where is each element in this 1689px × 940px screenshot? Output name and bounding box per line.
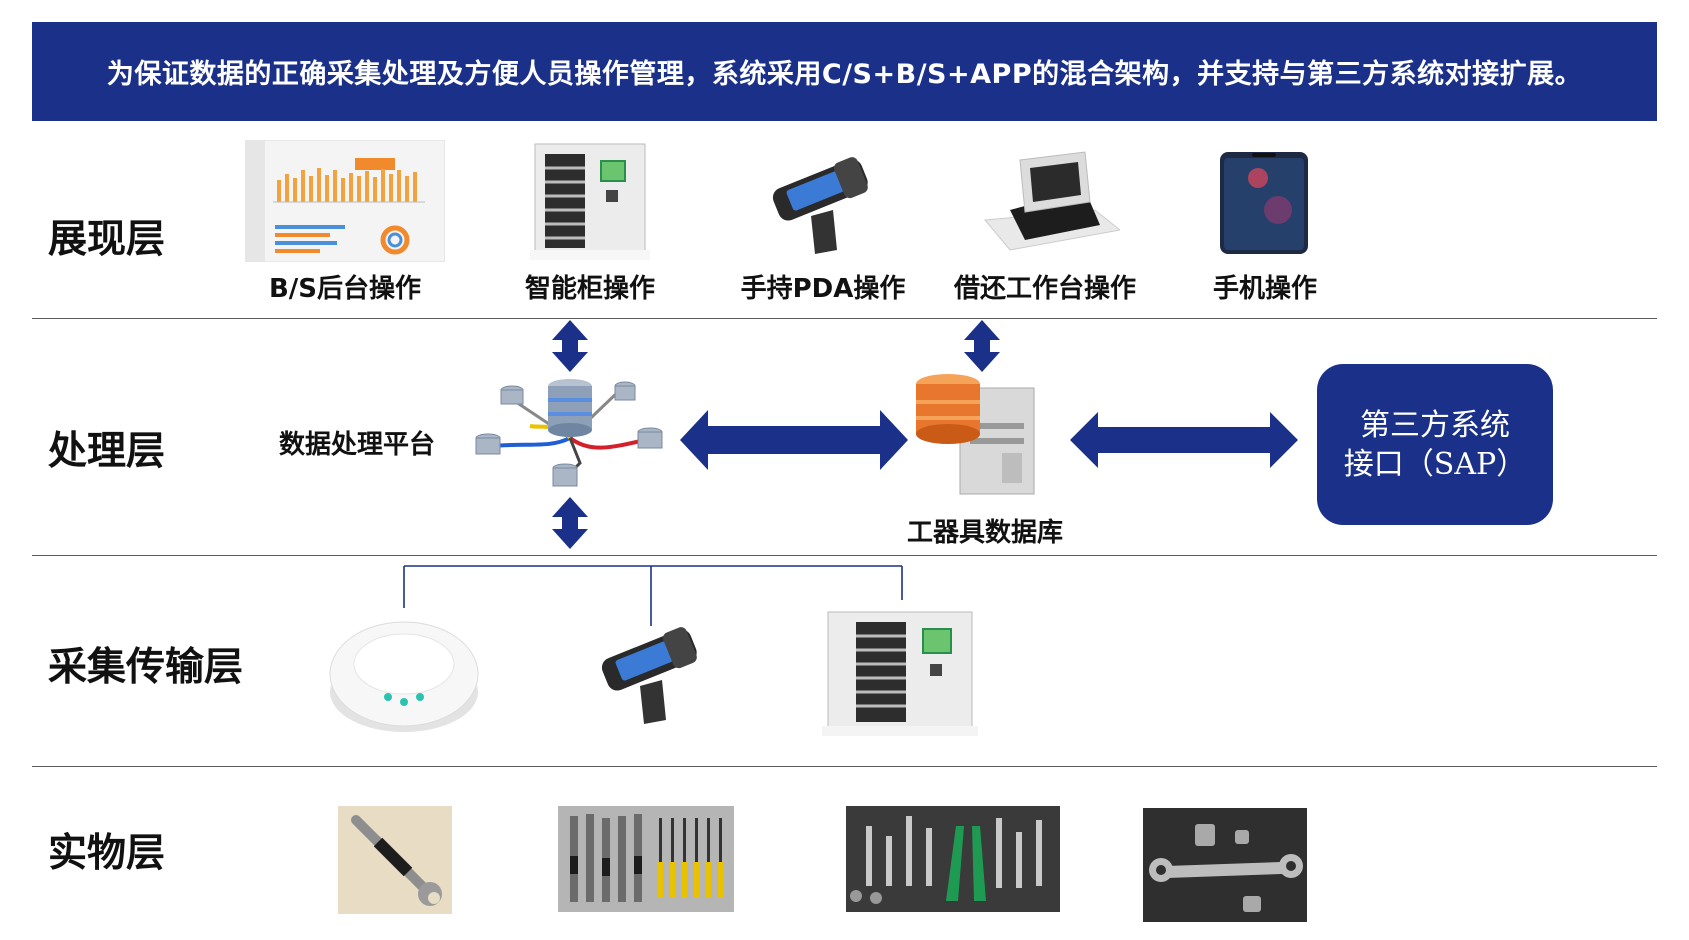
presentation-caption: 手机操作 (1212, 274, 1317, 304)
presentation-caption: 智能柜操作 (524, 274, 655, 304)
spanner-sockets-photo-icon (1143, 808, 1307, 922)
layer-label-physical: 实物层 (48, 831, 166, 876)
divider-rule (32, 318, 1657, 319)
platform-label: 数据处理平台 (278, 430, 435, 460)
vertical-arrow (964, 320, 1000, 372)
banner-text: 为保证数据的正确采集处理及方便人员操作管理，系统采用C/S+B/S+APP的混合… (106, 59, 1583, 90)
layer-label-collection: 采集传输层 (48, 645, 244, 690)
rfid-reader-icon (329, 621, 479, 732)
collection-connector-lines (403, 565, 903, 626)
presentation-caption: B/S后台操作 (268, 274, 422, 304)
layer-label-processing: 处理层 (48, 429, 166, 474)
divider-rule (32, 555, 1657, 556)
third-party-line2: 接口（SAP） (1343, 446, 1527, 482)
pliers-tools-photo-icon (846, 806, 1060, 912)
third-party-sap-interface: 第三方系统 接口（SAP） (1317, 364, 1553, 525)
database-cylinder-icon (548, 379, 592, 437)
smart-cabinet-icon (822, 611, 978, 736)
header-banner: 为保证数据的正确采集处理及方便人员操作管理，系统采用C/S+B/S+APP的混合… (32, 22, 1657, 121)
smart-cabinet-icon (530, 143, 650, 260)
mobile-phone-icon (1220, 152, 1308, 254)
presentation-caption: 手持PDA操作 (740, 274, 906, 304)
horizontal-arrow (1070, 412, 1298, 468)
handheld-pda-icon (772, 157, 868, 254)
horizontal-arrow (680, 410, 908, 470)
handheld-pda-icon (601, 627, 697, 724)
dashboard-screenshot-icon (245, 140, 445, 262)
workstation-terminal-icon (984, 151, 1120, 251)
divider-rule (32, 766, 1657, 767)
tool-set-photo-icon (558, 806, 734, 912)
vertical-arrow (552, 320, 588, 372)
database-server-icon (916, 374, 1035, 495)
presentation-caption: 借还工作台操作 (953, 274, 1136, 304)
data-platform-hub-icon (475, 379, 663, 487)
wrench-photo-icon (338, 806, 452, 914)
database-label: 工器具数据库 (906, 518, 1063, 548)
third-party-line1: 第三方系统 (1360, 407, 1510, 443)
layer-label-presentation: 展现层 (48, 217, 166, 262)
